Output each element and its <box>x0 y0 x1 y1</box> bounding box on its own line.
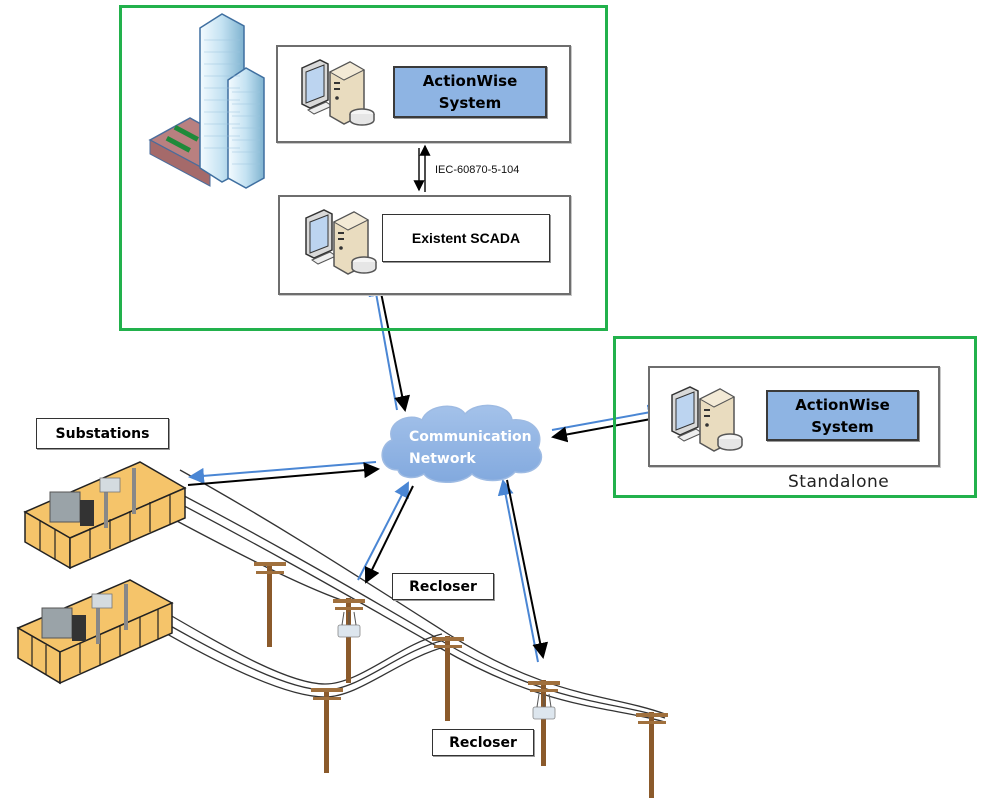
office-building-icon <box>148 13 265 189</box>
utility-pole-icon <box>311 688 343 773</box>
standalone-actionwise-line2: System <box>811 417 874 436</box>
recloser-label-2: Recloser <box>432 729 534 756</box>
standalone-actionwise-box: ActionWise System <box>766 390 919 441</box>
protocol-label: IEC-60870-5-104 <box>435 164 520 176</box>
standalone-network-arrows <box>551 404 664 443</box>
recloser-device-icon <box>337 611 361 638</box>
computer-server-database-icon <box>305 209 377 275</box>
scada-network-arrows <box>368 277 411 412</box>
recloser-label-1: Recloser <box>392 573 494 600</box>
recloser1-network-arrows <box>357 481 414 584</box>
standalone-group <box>613 336 977 498</box>
substation-icon <box>23 461 187 570</box>
power-lines-upper <box>149 469 666 723</box>
substation-network-arrows <box>187 461 380 486</box>
recloser-device-icon <box>532 693 556 720</box>
substation-icon <box>16 579 174 685</box>
communication-network-label: Communication Network <box>409 426 532 470</box>
recloser2-network-arrows <box>497 479 549 663</box>
network-line2: Network <box>409 451 476 467</box>
utility-pole-icon <box>636 712 668 798</box>
utility-pole-icon <box>432 636 464 721</box>
utility-pole-icon <box>528 680 560 766</box>
utility-pole-icon <box>254 562 286 647</box>
control-center-group <box>119 5 608 331</box>
computer-server-database-icon <box>671 386 743 452</box>
recloser-text-2: Recloser <box>449 734 517 751</box>
actionwise-line2: System <box>438 94 502 112</box>
existent-scada-box: Existent SCADA <box>382 214 550 262</box>
computer-server-database-icon <box>301 59 375 126</box>
utility-pole-icon <box>333 598 365 683</box>
protocol-link-arrows <box>413 144 431 192</box>
existent-scada-label: Existent SCADA <box>411 230 521 246</box>
standalone-caption: Standalone <box>788 472 890 492</box>
standalone-actionwise-line1: ActionWise <box>795 395 890 414</box>
recloser-text-1: Recloser <box>409 578 477 595</box>
cloud-icon <box>381 404 543 483</box>
actionwise-system-box: ActionWise System <box>393 66 547 118</box>
substations-label: Substations <box>36 418 169 449</box>
substations-text: Substations <box>55 425 150 442</box>
network-line1: Communication <box>409 429 532 445</box>
actionwise-line1: ActionWise <box>422 72 518 90</box>
